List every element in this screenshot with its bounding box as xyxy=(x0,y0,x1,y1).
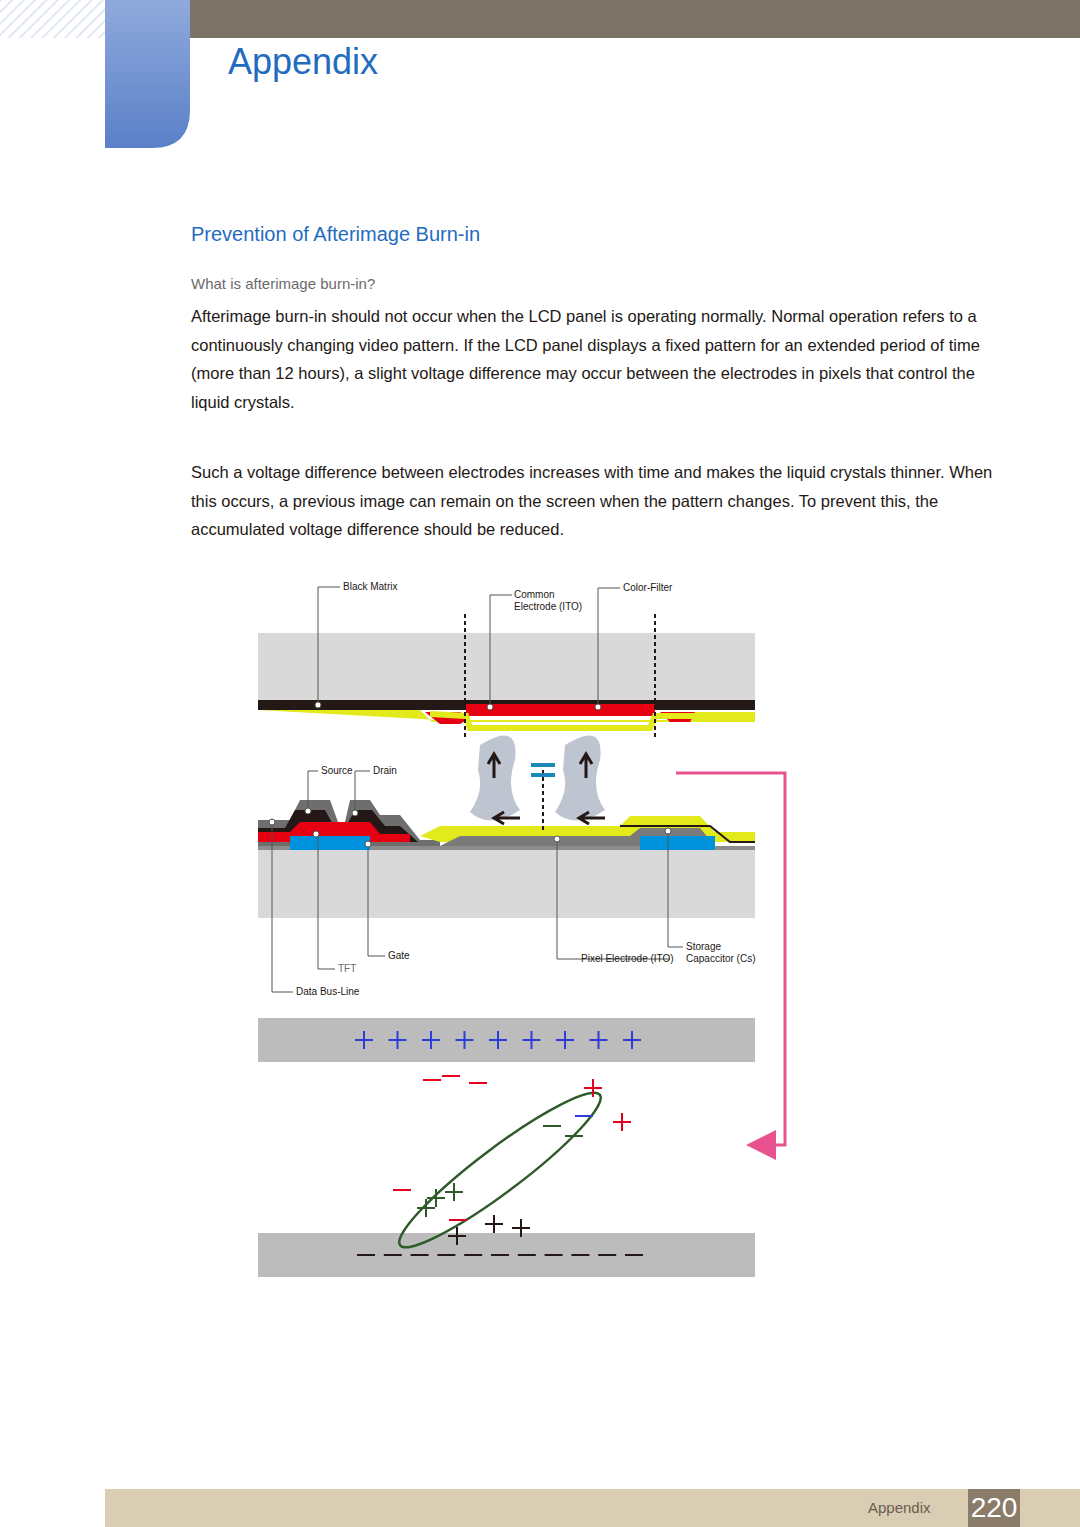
charge-sign xyxy=(545,1254,563,1256)
subheading: What is afterimage burn-in? xyxy=(191,275,375,293)
charge-sign xyxy=(621,1113,623,1131)
part-label: Storage Capaccitor (Cs) xyxy=(686,941,766,965)
charge-sign xyxy=(497,1031,499,1049)
page-number: 220 xyxy=(968,1492,1020,1524)
header-stripes xyxy=(0,0,105,38)
charge-sign xyxy=(518,1254,536,1256)
charge-sign xyxy=(592,1079,594,1097)
charge-sign xyxy=(449,1219,467,1221)
charge-sign xyxy=(453,1183,455,1201)
charge-sign xyxy=(543,1125,561,1127)
charge-sign xyxy=(363,1031,365,1049)
part-label: Pixel Electrode (ITO) xyxy=(581,953,674,965)
charge-sign xyxy=(631,1031,633,1049)
footer-bar xyxy=(105,1489,1080,1527)
charge-sign xyxy=(564,1031,566,1049)
charge-sign xyxy=(437,1254,455,1256)
charge-sign xyxy=(491,1254,509,1256)
charge-sign xyxy=(397,1031,399,1049)
charge-sign xyxy=(430,1031,432,1049)
charge-sign xyxy=(598,1031,600,1049)
part-label: Color-Filter xyxy=(623,582,672,594)
charge-sign xyxy=(493,1215,495,1233)
part-label: Common Electrode (ITO) xyxy=(514,589,592,613)
charge-sign xyxy=(520,1219,522,1237)
charge-sign xyxy=(435,1189,437,1207)
section-heading: Prevention of Afterimage Burn-in xyxy=(191,221,480,247)
part-label: TFT xyxy=(338,963,356,975)
charge-sign xyxy=(393,1189,411,1191)
part-label: Data Bus-Line xyxy=(296,986,359,998)
page-header-title: Appendix xyxy=(228,40,378,84)
charge-sign xyxy=(456,1227,458,1245)
part-label: Drain xyxy=(373,765,397,777)
lcd-cross-section xyxy=(258,587,785,1277)
charge-sign xyxy=(469,1082,487,1084)
charge-sign xyxy=(464,1031,466,1049)
charge-sign xyxy=(423,1079,441,1081)
charge-sign xyxy=(565,1135,583,1137)
header-tab xyxy=(105,0,190,148)
charge-sign xyxy=(625,1254,643,1256)
part-label: Black Matrix xyxy=(343,581,397,593)
charge-sign xyxy=(442,1075,460,1077)
charge-sign xyxy=(411,1254,429,1256)
charge-sign xyxy=(598,1254,616,1256)
page-number-box xyxy=(968,1489,1020,1527)
paragraph: Afterimage burn-in should not occur when… xyxy=(191,302,1006,416)
charge-sign xyxy=(575,1115,593,1117)
part-label: Source xyxy=(321,765,353,777)
charge-sign xyxy=(464,1254,482,1256)
charge-sign xyxy=(425,1199,427,1217)
header-bar xyxy=(190,0,1080,38)
charge-sign xyxy=(384,1254,402,1256)
charge-sign xyxy=(531,1031,533,1049)
charge-sign xyxy=(357,1254,375,1256)
paragraph: Such a voltage difference between electr… xyxy=(191,458,1006,544)
part-label: Gate xyxy=(388,950,410,962)
charge-sign xyxy=(571,1254,589,1256)
footer-label: Appendix xyxy=(868,1499,931,1517)
